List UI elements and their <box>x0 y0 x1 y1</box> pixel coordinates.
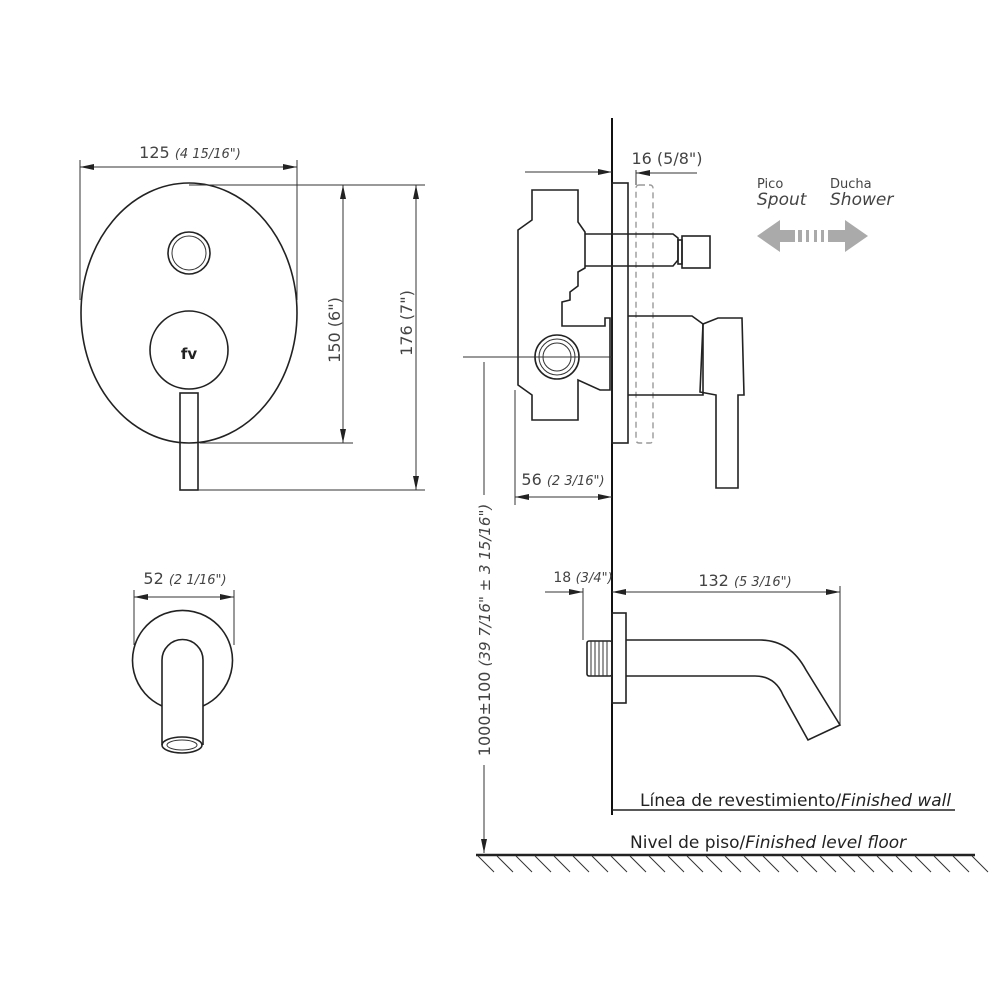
trim-depth-label: 16 (5/8") <box>631 149 702 168</box>
total-height-label: 176 (7") <box>397 290 416 356</box>
spout-width-label: 52 (2 1/16") <box>143 569 226 588</box>
hatch-line <box>819 855 837 873</box>
hatch-line <box>686 855 704 873</box>
diverter-indicator: Pico Spout Ducha Shower <box>757 177 894 252</box>
hatch-line <box>800 855 818 873</box>
hatch-line <box>781 855 799 873</box>
hatch-line <box>705 855 723 873</box>
front-view: 125 (4 15/16") fv 150 (6") 176 (7") <box>79 143 425 491</box>
floor-hatch <box>477 855 989 873</box>
spout-body <box>626 639 842 742</box>
trim-plate-side <box>611 182 629 444</box>
spout-side-view: 18 (3/4") 132 (5 3/16") <box>545 570 842 742</box>
spout-front-view: 52 (2 1/16") <box>131 569 235 754</box>
inlet-connection <box>534 334 580 380</box>
plate-height-label: 150 (6") <box>325 297 344 363</box>
hatch-line <box>914 855 932 873</box>
lever-side <box>699 317 745 489</box>
ducha-label: Ducha <box>830 177 872 192</box>
hatch-line <box>496 855 514 873</box>
floor-label: Nivel de piso/Finished level floor <box>630 833 907 853</box>
side-view: 16 (5/8") 56 (2 3/16") <box>463 118 745 815</box>
diverter-button <box>167 231 211 275</box>
valve-body <box>517 189 611 421</box>
hatch-line <box>933 855 951 873</box>
hatch-line <box>895 855 913 873</box>
trim-plate <box>80 182 298 444</box>
hatch-line <box>838 855 856 873</box>
fv-logo: fv <box>181 345 198 363</box>
hatch-line <box>762 855 780 873</box>
hatch-line <box>629 855 647 873</box>
shower-label: Shower <box>830 190 894 210</box>
arrow-right-icon <box>828 220 868 252</box>
hatch-line <box>857 855 875 873</box>
hatch-line <box>553 855 571 873</box>
handle-hub <box>149 310 229 390</box>
finished-wall-label: Línea de revestimiento/Finished wall <box>640 791 951 811</box>
hatch-line <box>534 855 552 873</box>
installation-height-dimension: 1000±100 (39 7/16" ± 3 15/16") <box>475 362 494 853</box>
hatch-line <box>952 855 970 873</box>
spout-length-label: 132 (5 3/16") <box>698 571 791 590</box>
spout-label: Spout <box>757 190 808 210</box>
width-dimension-label: 125 (4 15/16") <box>139 143 241 162</box>
thread-length-label: 18 (3/4") <box>553 570 612 586</box>
hatch-line <box>876 855 894 873</box>
arrow-left-icon <box>757 220 795 252</box>
hatch-line <box>610 855 628 873</box>
reference-lines: Línea de revestimiento/Finished wall Niv… <box>476 791 989 873</box>
hatch-line <box>667 855 685 873</box>
lever <box>179 392 199 491</box>
hatch-line <box>477 855 495 873</box>
hatch-line <box>743 855 761 873</box>
spout-flange <box>611 612 627 704</box>
hatch-line <box>971 855 989 873</box>
installation-height-label: 1000±100 (39 7/16" ± 3 15/16") <box>475 504 494 756</box>
hatch-line <box>648 855 666 873</box>
trim-plate-alternate <box>635 184 654 444</box>
hatch-line <box>724 855 742 873</box>
hatch-line <box>591 855 609 873</box>
body-depth-label: 56 (2 3/16") <box>521 470 604 489</box>
pico-label: Pico <box>757 177 783 192</box>
hatch-line <box>515 855 533 873</box>
hatch-line <box>572 855 590 873</box>
